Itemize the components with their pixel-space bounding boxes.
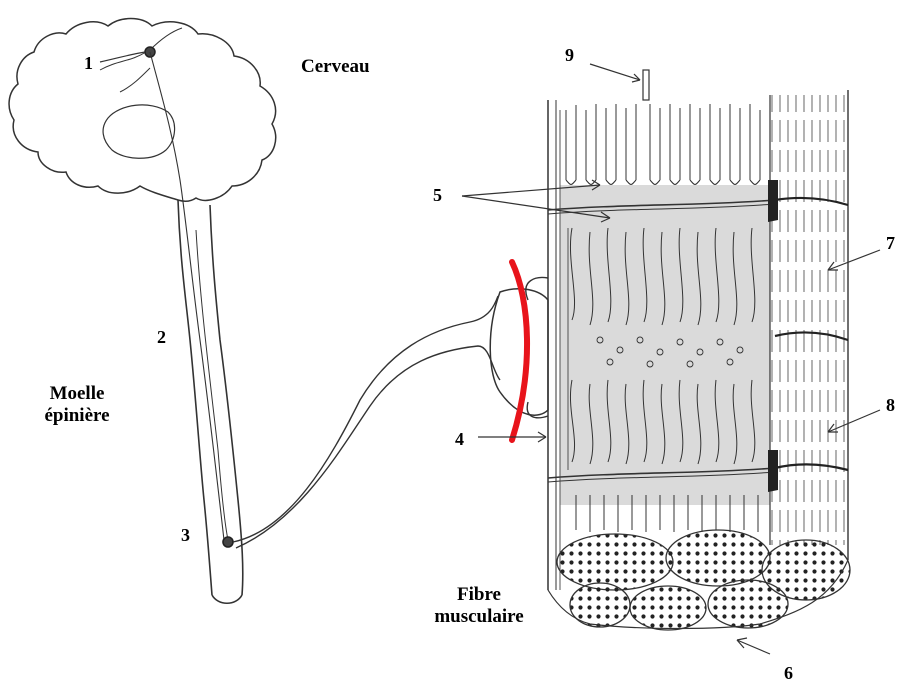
number-5: 5 bbox=[433, 184, 442, 206]
number-2: 2 bbox=[157, 326, 166, 348]
label-spinal-cord: Moelle épinière bbox=[32, 383, 122, 427]
myofibril-cross-sections bbox=[557, 530, 850, 630]
label-spinal-cord-line1: Moelle bbox=[32, 383, 122, 405]
brain-outline bbox=[9, 19, 276, 202]
number-6: 6 bbox=[784, 662, 793, 684]
label-spinal-cord-line2: épinière bbox=[32, 405, 122, 427]
number-1: 1 bbox=[84, 52, 93, 74]
cerebellum bbox=[103, 105, 175, 158]
number-7: 7 bbox=[886, 232, 895, 254]
label-muscle-fiber-line1: Fibre bbox=[413, 584, 545, 606]
number-3: 3 bbox=[181, 524, 190, 546]
lower-motor-neuron bbox=[223, 537, 233, 547]
label-muscle-fiber-line2: musculaire bbox=[413, 606, 545, 628]
number-4: 4 bbox=[455, 428, 464, 450]
label-muscle-fiber: Fibre musculaire bbox=[413, 584, 545, 628]
motor-axon bbox=[233, 278, 548, 548]
label-brain: Cerveau bbox=[301, 56, 370, 78]
number-9: 9 bbox=[565, 44, 574, 66]
descending-axon bbox=[150, 52, 224, 540]
muscle-fiber bbox=[548, 70, 850, 630]
number-8: 8 bbox=[886, 394, 895, 416]
end-plate bbox=[490, 289, 548, 415]
brain bbox=[9, 19, 276, 202]
